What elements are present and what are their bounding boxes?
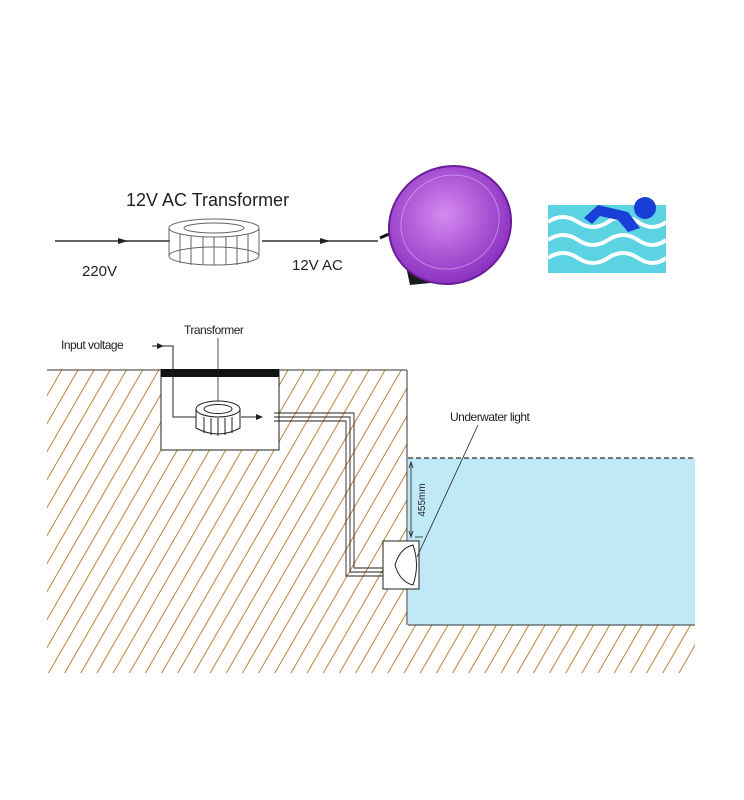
box-lid (161, 369, 279, 377)
led-pool-lamp-icon (379, 164, 513, 286)
arrow-icon (118, 238, 128, 244)
underwater-light-label: Underwater light (450, 410, 531, 424)
transformer-icon (195, 400, 241, 436)
cable-conduit (274, 412, 390, 577)
output-voltage-12v: 12V AC (292, 257, 343, 274)
input-voltage-220v: 220V (82, 263, 117, 280)
bottom-diagram: 455mm Input voltage Transformer Underwat… (47, 323, 695, 673)
transformer-label: Transformer (184, 323, 244, 337)
depth-label: 455mm (417, 483, 428, 516)
swimmer-icon (546, 197, 668, 273)
top-diagram: 12V AC Transformer 220V 12V AC (55, 164, 668, 286)
underwater-light-icon (394, 544, 417, 586)
pool-water (408, 458, 695, 625)
transformer-coil-icon (168, 218, 260, 266)
input-voltage-label: Input voltage (61, 338, 124, 352)
transformer-title: 12V AC Transformer (126, 190, 289, 210)
light-leader (416, 424, 479, 558)
arrow-icon (320, 238, 330, 244)
